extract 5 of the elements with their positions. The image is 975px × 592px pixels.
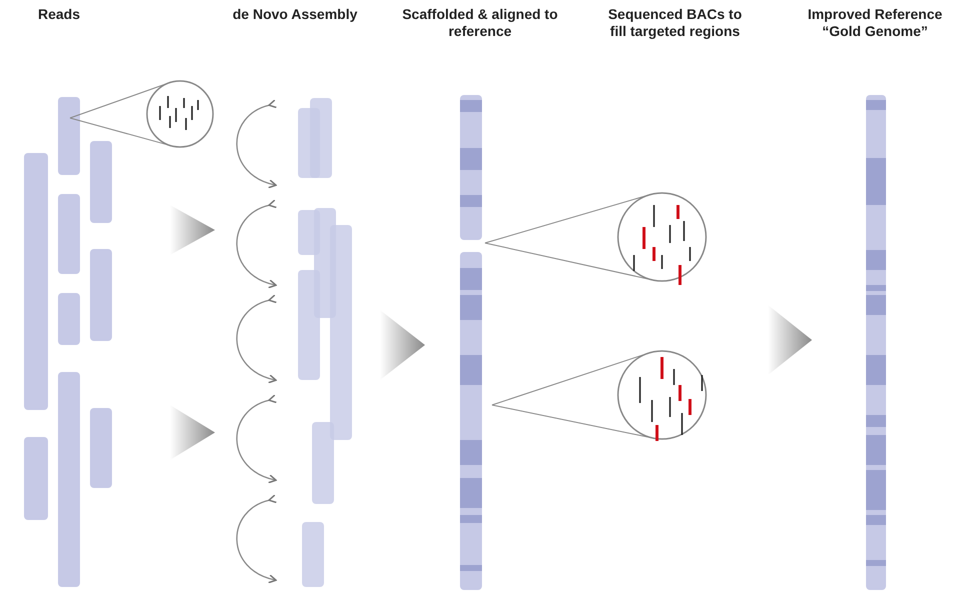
column-heading: Reads [36, 6, 82, 23]
column-heading: Scaffolded & aligned to reference [401, 6, 559, 40]
column-heading: de Novo Assembly [232, 6, 358, 23]
column-heading: Improved Reference “Gold Genome” [806, 6, 944, 40]
column-heading: Sequenced BACs to fill targeted regions [607, 6, 743, 40]
